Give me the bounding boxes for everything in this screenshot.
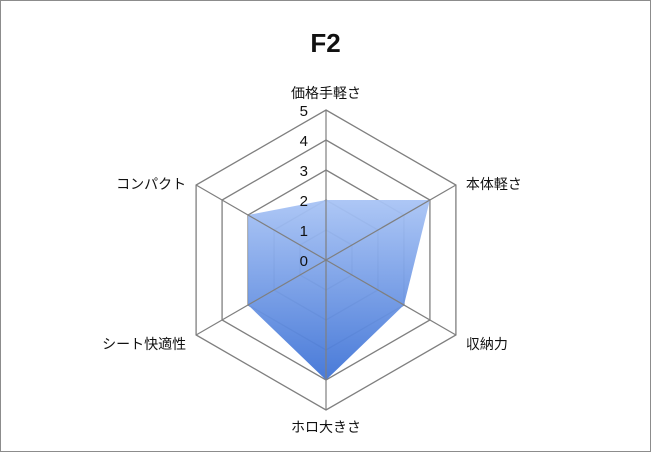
- axis-spoke-1: [325, 184, 457, 261]
- category-label-1: 本体軽さ: [466, 177, 522, 193]
- tick-label-1: 1: [300, 223, 308, 240]
- axis-spoke-2: [325, 259, 457, 336]
- series-area-0: [248, 200, 430, 380]
- category-label-3: ホロ大きさ: [291, 420, 361, 436]
- radar-series: [248, 200, 430, 380]
- category-label-5: コンパクト: [116, 177, 186, 193]
- tick-label-4: 4: [300, 133, 308, 150]
- tick-label-2: 2: [300, 193, 308, 210]
- axis-spoke-5: [195, 184, 327, 261]
- chart-title: F2: [310, 28, 341, 58]
- axis-spoke-4: [195, 259, 327, 336]
- radar-tick-labels: 0 1 2 3 4 5: [300, 103, 308, 270]
- tick-label-5: 5: [300, 103, 308, 120]
- category-label-2: 収納力: [466, 337, 508, 353]
- radar-axes: [195, 110, 457, 410]
- tick-label-3: 3: [300, 163, 308, 180]
- category-label-0: 価格手軽さ: [291, 86, 361, 102]
- category-label-4: シート快適性: [102, 336, 186, 353]
- tick-label-0: 0: [300, 253, 308, 270]
